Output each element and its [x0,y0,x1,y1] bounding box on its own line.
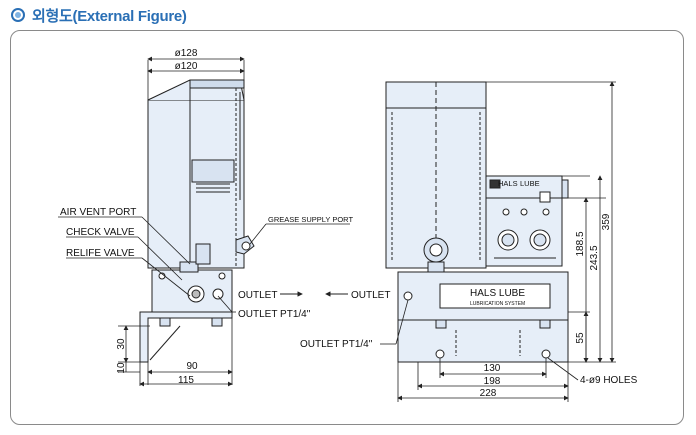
dim-188-5: 188.5 [575,231,586,256]
dim-10: 10 [116,362,127,374]
label-outlet-pt-right: OUTLET PT1/4" [300,339,373,350]
brand-plate: HALS LUBE [470,288,525,299]
dim-90: 90 [186,361,198,372]
control-box [485,175,563,267]
dim-243-5: 243.5 [589,245,600,270]
label-check-valve: CHECK VALVE [66,227,135,238]
dim-130: 130 [484,363,501,374]
brand-plate-sub: LUBRICATION SYSTEM [470,301,525,307]
label-relife-valve: RELIFE VALVE [66,248,135,259]
label-grease-supply-port: GREASE SUPPLY PORT [268,215,353,224]
page-title: 외형도(External Figure) [32,8,187,25]
figure-frame [10,30,684,425]
label-air-vent-port: AIR VENT PORT [60,207,136,218]
label-outlet-left: OUTLET [238,290,277,301]
circle-bullet-icon [11,8,25,22]
dim-d128: ø128 [175,48,198,59]
label-holes: 4-ø9 HOLES [580,375,638,386]
dim-55: 55 [575,332,586,344]
side-view-dimensions [118,56,245,387]
front-view [385,81,569,363]
dim-30: 30 [116,338,127,350]
label-outlet-pt-left: OUTLET PT1/4" [238,309,311,320]
brand-top: HALS [498,179,518,188]
front-view-dimensions [380,81,616,402]
dim-115: 115 [178,375,194,386]
side-view [139,79,255,363]
brand-top-2: LUBE [520,179,540,188]
label-outlet-right: OUTLET [351,290,390,301]
dim-228: 228 [480,388,497,399]
dim-198: 198 [484,376,501,387]
header: 외형도(External Figure) [0,0,696,30]
callout-leaders [58,216,350,313]
dim-359: 359 [601,213,612,230]
dim-d120: ø120 [175,61,198,72]
